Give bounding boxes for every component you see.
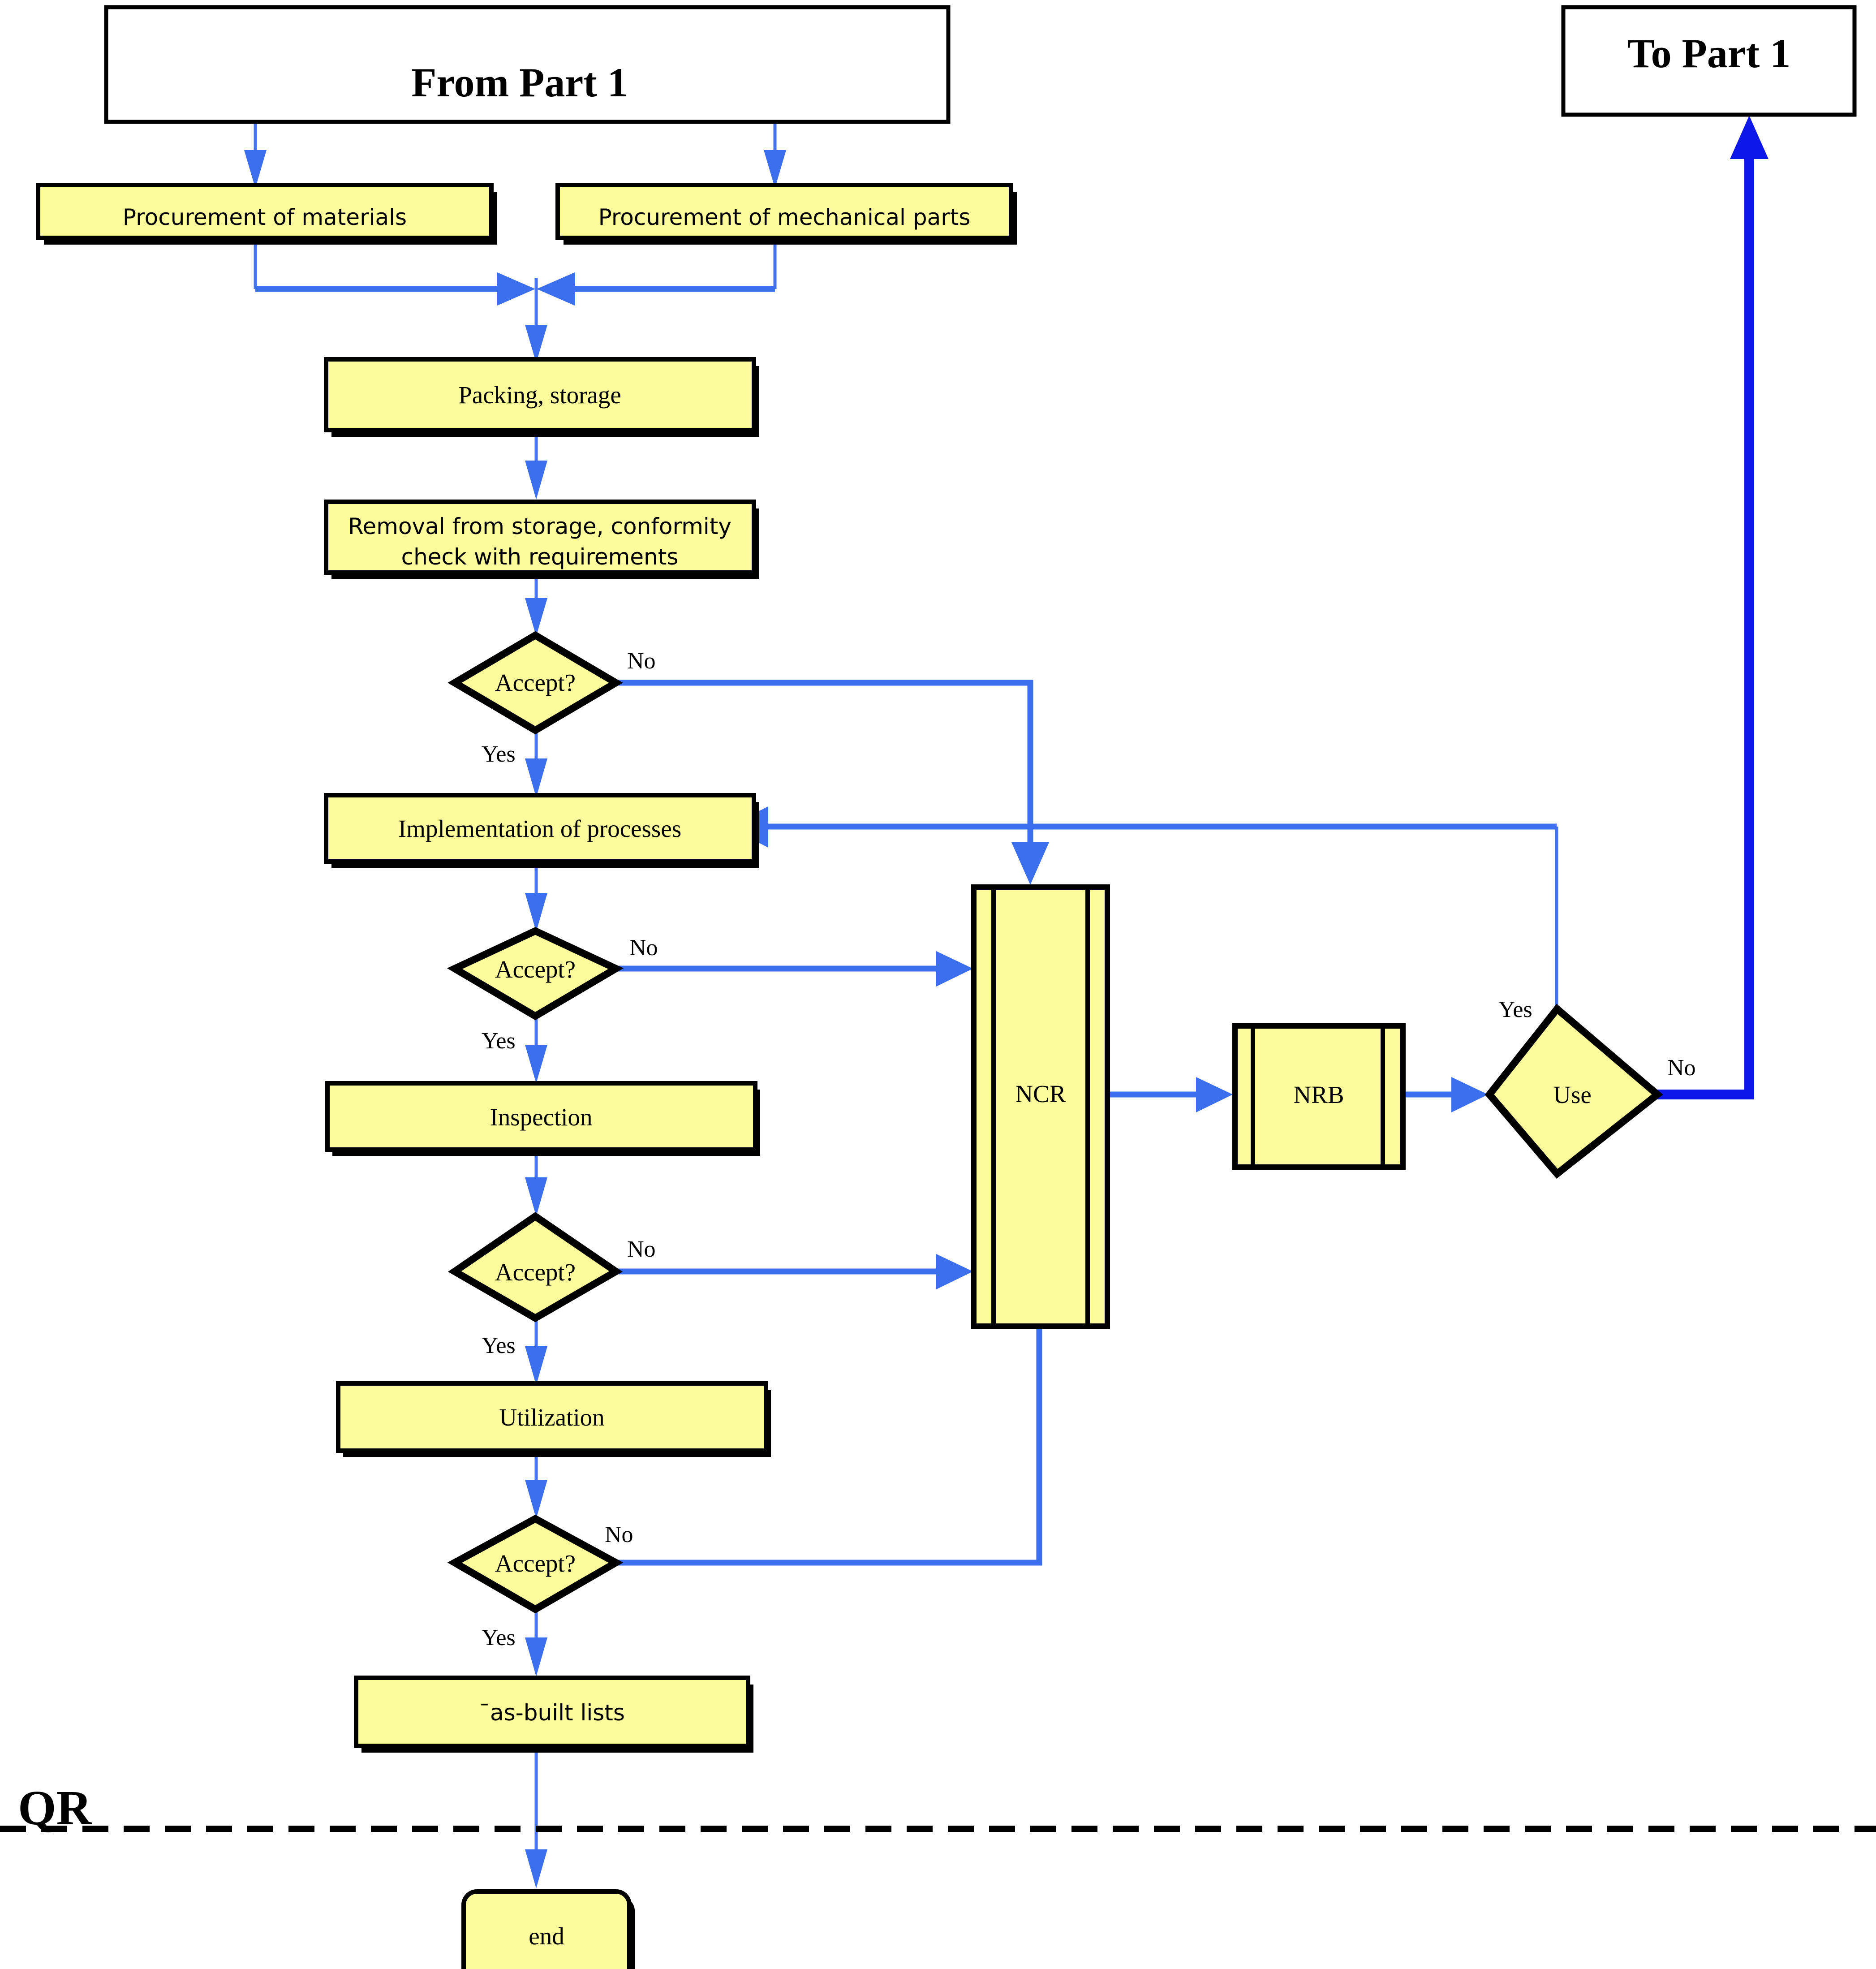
edge-accept3-yes-to-utilization bbox=[525, 1318, 547, 1385]
edge-frompart1-to-mechanical bbox=[764, 122, 786, 188]
edge-accept1-no-to-ncr bbox=[617, 680, 1049, 885]
edge-accept4-yes-to-asbuilt bbox=[525, 1609, 547, 1676]
procurement-materials-label: Procurement of materials bbox=[123, 204, 407, 230]
nrb-label: NRB bbox=[1293, 1081, 1344, 1108]
edge-accept3-no-to-ncr bbox=[617, 1254, 973, 1289]
edge-mechanical-to-merge bbox=[537, 242, 777, 306]
accept-3-label: Accept? bbox=[495, 1258, 576, 1286]
accept-3-no-label: No bbox=[627, 1237, 656, 1262]
edge-merge-to-packing bbox=[525, 278, 547, 363]
node-accept-1: Accept? bbox=[447, 631, 623, 735]
edge-ncr-to-nrb bbox=[1107, 1077, 1233, 1112]
ncr-label: NCR bbox=[1015, 1080, 1066, 1107]
node-packing-storage: Packing, storage bbox=[324, 357, 759, 437]
node-implementation: Implementation of processes bbox=[324, 793, 759, 868]
node-inspection: Inspection bbox=[325, 1081, 760, 1156]
accept-1-label: Accept? bbox=[495, 669, 576, 696]
packing-storage-label: Packing, storage bbox=[458, 381, 621, 409]
edge-packing-to-removal bbox=[525, 431, 547, 500]
use-yes-label: Yes bbox=[1498, 997, 1532, 1022]
node-end: end bbox=[461, 1889, 635, 1969]
implementation-label: Implementation of processes bbox=[398, 815, 681, 842]
edge-accept1-yes-to-implementation bbox=[525, 729, 547, 797]
removal-storage-label-line1: Removal from storage, conformity bbox=[348, 513, 731, 539]
end-label: end bbox=[529, 1922, 564, 1950]
edge-utilization-to-accept4 bbox=[525, 1450, 547, 1519]
accept-2-label: Accept? bbox=[495, 956, 576, 983]
use-label: Use bbox=[1553, 1081, 1592, 1108]
node-procurement-materials: Procurement of materials bbox=[36, 183, 497, 245]
edge-accept2-no-to-ncr bbox=[617, 951, 973, 987]
accept-4-no-label: No bbox=[605, 1522, 633, 1547]
node-removal-storage: Removal from storage, conformity check w… bbox=[324, 500, 759, 579]
edge-useyes-return-to-implementation bbox=[728, 806, 1557, 848]
from-part-1-label: From Part 1 bbox=[411, 60, 628, 105]
node-as-built-lists: ¯as-built lists bbox=[354, 1676, 753, 1753]
removal-storage-label-line2: check with requirements bbox=[401, 544, 679, 570]
as-built-lists-label: ¯as-built lists bbox=[479, 1700, 625, 1726]
edge-useno-to-topart1 bbox=[1657, 116, 1768, 1099]
edge-materials-to-merge bbox=[254, 242, 535, 306]
edge-frompart1-to-materials bbox=[244, 122, 267, 188]
use-no-label: No bbox=[1667, 1055, 1696, 1081]
node-accept-3: Accept? bbox=[447, 1212, 623, 1323]
node-accept-4: Accept? bbox=[447, 1514, 624, 1614]
accept-2-no-label: No bbox=[629, 935, 658, 961]
edge-inspection-to-accept3 bbox=[525, 1148, 547, 1216]
accept-1-no-label: No bbox=[627, 648, 656, 674]
edge-asbuilt-to-end bbox=[525, 1753, 547, 1888]
accept-4-yes-label: Yes bbox=[482, 1625, 516, 1650]
node-utilization: Utilization bbox=[336, 1381, 771, 1457]
edge-accept2-yes-to-inspection bbox=[525, 1016, 547, 1083]
procurement-mechanical-label: Procurement of mechanical parts bbox=[598, 204, 971, 230]
accept-1-yes-label: Yes bbox=[482, 741, 516, 767]
inspection-label: Inspection bbox=[490, 1103, 592, 1131]
node-from-part-1: From Part 1 bbox=[104, 5, 951, 124]
node-to-part-1: To Part 1 bbox=[1561, 5, 1857, 117]
accept-4-label: Accept? bbox=[495, 1550, 576, 1577]
to-part-1-label: To Part 1 bbox=[1627, 30, 1791, 76]
node-procurement-mechanical: Procurement of mechanical parts bbox=[555, 183, 1017, 245]
edge-removal-to-accept1 bbox=[525, 578, 547, 636]
qr-lane-label: QR bbox=[18, 1780, 93, 1835]
utilization-label: Utilization bbox=[499, 1404, 604, 1431]
edge-nrb-to-use bbox=[1403, 1077, 1488, 1112]
node-nrb: NRB bbox=[1232, 1023, 1406, 1170]
accept-3-yes-label: Yes bbox=[482, 1333, 516, 1358]
edge-implementation-to-accept2 bbox=[525, 864, 547, 932]
node-accept-2: Accept? bbox=[447, 927, 624, 1021]
accept-2-yes-label: Yes bbox=[482, 1028, 516, 1054]
node-ncr: NCR bbox=[971, 884, 1110, 1329]
node-use: Use bbox=[1484, 1004, 1663, 1179]
